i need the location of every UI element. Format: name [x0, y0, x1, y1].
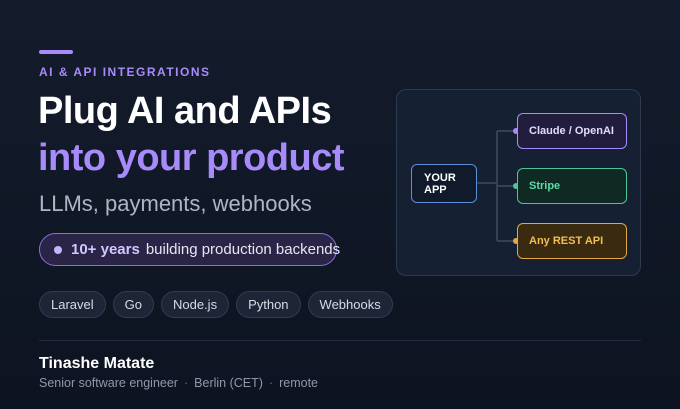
- eyebrow-label: AI & API INTEGRATIONS: [39, 65, 211, 79]
- integration-diagram: YOUR APP Claude / OpenAI Stripe Any REST…: [396, 89, 641, 276]
- accent-bar: [39, 50, 73, 54]
- author-location: Berlin (CET): [194, 376, 263, 390]
- badge-strong-text: 10+ years: [71, 241, 140, 258]
- headline-line-2: into your product: [38, 137, 345, 179]
- node-any-rest-api: Any REST API: [517, 223, 627, 259]
- node-your-app: YOUR APP: [411, 164, 477, 203]
- tag-nodejs: Node.js: [160, 291, 230, 318]
- author-name: Tinashe Matate: [39, 355, 155, 372]
- tag-webhooks: Webhooks: [307, 291, 393, 318]
- tag-go: Go: [112, 291, 154, 318]
- experience-badge: 10+ years building production backends: [39, 233, 341, 266]
- node-claude-openai: Claude / OpenAI: [517, 113, 627, 149]
- tech-tags: Laravel Go Node.js Python Webhooks: [39, 291, 393, 318]
- tag-laravel: Laravel: [39, 291, 106, 318]
- author-title: Senior software engineer: [39, 376, 178, 390]
- tag-python: Python: [236, 291, 301, 318]
- subheadline: LLMs, payments, webhooks: [39, 191, 312, 216]
- badge-text: building production backends: [145, 241, 341, 258]
- author-details: Senior software engineer · Berlin (CET) · re…: [39, 376, 318, 390]
- separator: ·: [183, 376, 189, 390]
- footer-divider: [39, 340, 641, 341]
- node-stripe: Stripe: [517, 168, 627, 204]
- headline-line-1: Plug AI and APIs: [38, 90, 332, 132]
- badge-dot-icon: [54, 245, 62, 254]
- node-your-app-line2: APP: [424, 183, 447, 196]
- node-your-app-line1: YOUR: [424, 171, 456, 184]
- author-work-mode: remote: [279, 376, 318, 390]
- separator: ·: [268, 376, 274, 390]
